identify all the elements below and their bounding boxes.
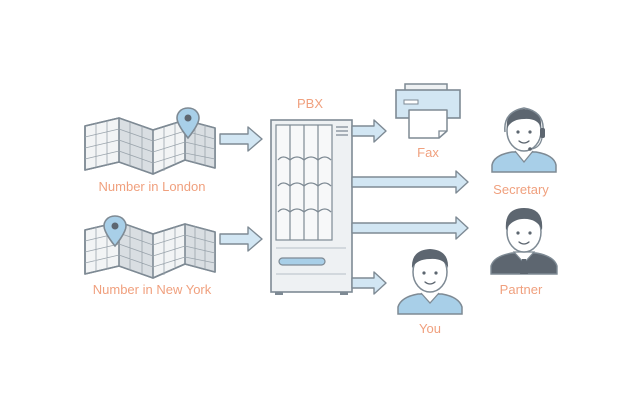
arrow-new-york-to-pbx <box>219 226 263 252</box>
fax-machine-icon <box>395 83 461 139</box>
pbx-server-icon <box>270 119 353 295</box>
map-london-icon <box>84 107 216 175</box>
fax-label: Fax <box>417 145 439 160</box>
number-london-label: Number in London <box>99 179 206 194</box>
arrow-pbx-to-you <box>351 271 387 295</box>
you-label: You <box>419 321 441 336</box>
arrow-london-to-pbx <box>219 126 263 152</box>
arrow-pbx-to-partner <box>351 216 469 240</box>
arrow-pbx-to-fax <box>351 119 387 143</box>
partner-label: Partner <box>500 282 543 297</box>
pbx-label: PBX <box>297 96 323 111</box>
map-new-york-icon <box>84 215 216 279</box>
secretary-headset-icon <box>491 107 557 173</box>
map-pin-icon <box>176 107 200 140</box>
number-new-york-label: Number in New York <box>93 282 212 297</box>
map-pin-icon <box>103 215 127 248</box>
partner-businessman-icon <box>490 208 558 275</box>
secretary-label: Secretary <box>493 182 549 197</box>
arrow-pbx-to-secretary <box>351 170 469 194</box>
you-person-icon <box>397 249 463 315</box>
